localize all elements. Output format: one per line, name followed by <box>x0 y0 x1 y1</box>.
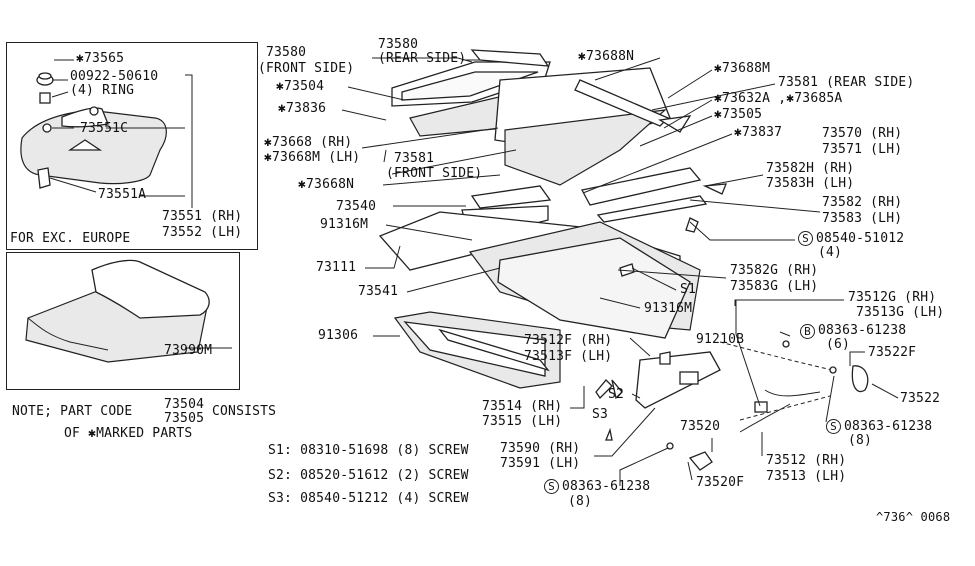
s-circle-08363-c: S <box>544 479 559 494</box>
callout-73522: 73522 <box>900 391 941 406</box>
s-circle-08540: S <box>798 231 813 246</box>
callout-73632a: ✱73632A ,✱73685A <box>714 91 843 106</box>
callout-73582g-rh: 73582G (RH) <box>730 263 819 278</box>
label-73551c: 73551C <box>80 121 129 136</box>
label-73565: ✱73565 <box>76 51 125 66</box>
callout-73513-lh: 73513 (LH) <box>766 469 847 484</box>
note-prefix: NOTE; PART CODE <box>12 404 133 419</box>
callout-08363-a-qty: (6) <box>826 337 851 352</box>
sunroof-assembly <box>378 49 869 471</box>
callout-08363-a: 08363-61238 <box>818 323 907 338</box>
callout-73582-rh: 73582 (RH) <box>822 195 903 210</box>
callout-73522f: 73522F <box>868 345 917 360</box>
callout-73583-lh: 73583 (LH) <box>822 211 903 226</box>
callout-73513g-lh: 73513G (LH) <box>856 305 945 320</box>
callout-73688n: ✱73688N <box>578 49 635 64</box>
callout-s3: S3 <box>592 407 609 422</box>
callout-73668m-lh: ✱73668M (LH) <box>264 150 361 165</box>
screw-s2: S2: 08520-51612 (2) SCREW <box>268 468 469 483</box>
callout-73515-lh: 73515 (LH) <box>482 414 563 429</box>
callout-73570-rh: 73570 (RH) <box>822 126 903 141</box>
callout-73581-rear: 73581 (REAR SIDE) <box>778 75 915 90</box>
screw-s1: S1: 08310-51698 (8) SCREW <box>268 443 469 458</box>
callout-73520f: 73520F <box>696 475 745 490</box>
note-code-b: 73505 <box>164 411 205 426</box>
label-for-exc-europe: FOR EXC. EUROPE <box>10 231 131 246</box>
callout-91316m-b: 91316M <box>644 301 693 316</box>
callout-73583h-lh: 73583H (LH) <box>766 176 855 191</box>
callout-73513f-lh: 73513F (LH) <box>524 349 613 364</box>
callout-73505: ✱73505 <box>714 107 763 122</box>
callout-73668-rh: ✱73668 (RH) <box>264 135 353 150</box>
mat-73990m <box>25 259 232 363</box>
callout-73580-rear: 73580 <box>378 37 419 52</box>
callout-73571-lh: 73571 (LH) <box>822 142 903 157</box>
callout-73520: 73520 <box>680 419 721 434</box>
callout-73580-front-side: (FRONT SIDE) <box>258 61 355 76</box>
note-suffix: CONSISTS <box>212 404 277 419</box>
callout-73581-front-side: (FRONT SIDE) <box>386 166 483 181</box>
label-73551-rh: 73551 (RH) <box>162 209 243 224</box>
callout-73583g-lh: 73583G (LH) <box>730 279 819 294</box>
callout-08540-qty: (4) <box>818 245 843 260</box>
leader-lines <box>341 57 899 486</box>
callout-73688m: ✱73688M <box>714 61 771 76</box>
label-ring-part: 00922-50610 <box>70 69 159 84</box>
callout-s1: S1 <box>680 282 697 297</box>
inset-box-sunshade <box>6 42 258 250</box>
note-code-a: 73504 <box>164 397 205 412</box>
screw-s3: S3: 08540-51212 (4) SCREW <box>268 491 469 506</box>
b-circle-08363: B <box>800 324 815 339</box>
callout-08540: 08540-51012 <box>816 231 905 246</box>
callout-73668n: ✱73668N <box>298 177 355 192</box>
label-73552-lh: 73552 (LH) <box>162 225 243 240</box>
callout-73540: 73540 <box>336 199 377 214</box>
callout-73582h-rh: 73582H (RH) <box>766 161 855 176</box>
sunshade-panel-73551 <box>20 59 193 208</box>
callout-08363-b-qty: (8) <box>848 433 873 448</box>
callout-73581-front: 73581 <box>394 151 435 166</box>
callout-73512f-rh: 73512F (RH) <box>524 333 613 348</box>
footer-code: ^736^ 0068 <box>876 510 951 524</box>
callout-73512-rh: 73512 (RH) <box>766 453 847 468</box>
callout-73591-lh: 73591 (LH) <box>500 456 581 471</box>
callout-73504: ✱73504 <box>276 79 325 94</box>
callout-73512g-rh: 73512G (RH) <box>848 290 937 305</box>
callout-08363-c: 08363-61238 <box>562 479 651 494</box>
callout-s2: S2 <box>608 387 625 402</box>
callout-73541: 73541 <box>358 284 399 299</box>
callout-73580-rear-side: (REAR SIDE) <box>378 51 467 66</box>
callout-73590-rh: 73590 (RH) <box>500 441 581 456</box>
callout-73111: 73111 <box>316 260 357 275</box>
label-73551a: 73551A <box>98 187 147 202</box>
note-line2: OF ✱MARKED PARTS <box>64 426 193 441</box>
callout-73514-rh: 73514 (RH) <box>482 399 563 414</box>
label-ring-qty: (4) RING <box>70 83 135 98</box>
callout-91306: 91306 <box>318 328 359 343</box>
callout-73836: ✱73836 <box>278 101 327 116</box>
inset-box-mat <box>6 252 240 390</box>
callout-73580-front: 73580 <box>266 45 307 60</box>
callout-73837: ✱73837 <box>734 125 783 140</box>
callout-08363-b: 08363-61238 <box>844 419 933 434</box>
label-73990m: 73990M <box>164 343 213 358</box>
s-circle-08363-b: S <box>826 419 841 434</box>
callout-08363-c-qty: (8) <box>568 494 593 509</box>
callout-91316m-a: 91316M <box>320 217 369 232</box>
callout-91210b: 91210B <box>696 332 745 347</box>
